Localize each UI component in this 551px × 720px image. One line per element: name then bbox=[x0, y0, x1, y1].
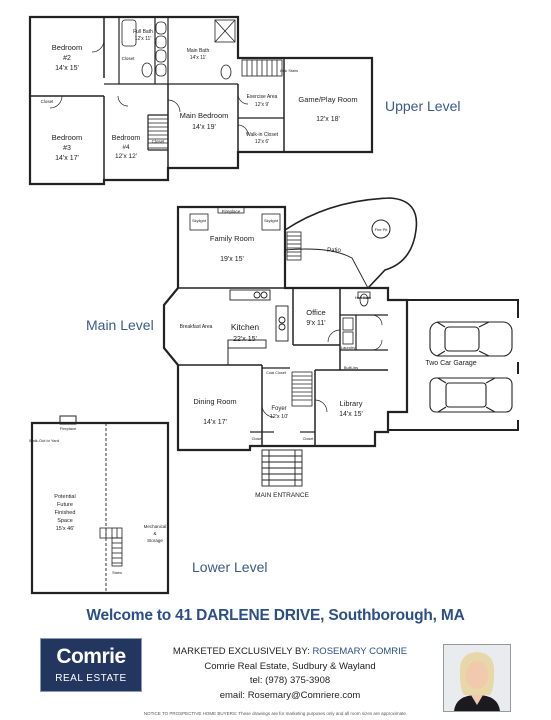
bedroom3-dim: 14'x 17' bbox=[55, 155, 79, 162]
mechanical-line2: & bbox=[153, 531, 156, 536]
exercise-label: Exercise Area bbox=[247, 94, 278, 100]
garage-label: Two Car Garage bbox=[425, 360, 476, 367]
full-bath-label: Full Bath bbox=[133, 29, 153, 35]
dining-room-label: Dining Room bbox=[193, 397, 236, 406]
library-dim: 14'x 15' bbox=[339, 411, 363, 418]
walkin-dim: 12'x 6' bbox=[255, 139, 269, 145]
main-level-plan bbox=[162, 197, 520, 487]
fire-pit-label: Fire Pit bbox=[375, 227, 389, 232]
bedroom4-number: #4 bbox=[122, 144, 130, 151]
bedroom4-dim: 12'x 12' bbox=[115, 153, 137, 160]
logo-wordmark: Comrie bbox=[56, 645, 126, 668]
main-bedroom-label: Main Bedroom bbox=[180, 111, 229, 120]
marketed-label: MARKETED EXCLUSIVELY BY: bbox=[172, 646, 310, 657]
email-line[interactable]: email: Rosemary@Comriere.com bbox=[219, 689, 361, 701]
office-dim: 9'x 11' bbox=[306, 320, 325, 327]
agent-photo bbox=[443, 644, 511, 712]
closet-label: Closet bbox=[252, 437, 264, 441]
foyer-dim: 12'x 10' bbox=[270, 414, 289, 420]
family-room-label: Family Room bbox=[210, 234, 254, 243]
builtins-label: Built-ins bbox=[344, 365, 358, 370]
floor-plans: Bedroom #2 14'x 15' Full Bath 12'x 11' M… bbox=[28, 15, 520, 595]
comrie-logo: Comrie REAL ESTATE bbox=[40, 638, 142, 692]
main-level-title: Main Level bbox=[86, 317, 154, 333]
lower-stairs-label: Stairs bbox=[112, 571, 122, 575]
bedroom2-dim: 14'x 15' bbox=[55, 65, 79, 72]
closet-label: Closet bbox=[303, 437, 315, 441]
bedroom3-number: #3 bbox=[63, 145, 71, 152]
agent-name: ROSEMARY COMRIE bbox=[312, 646, 408, 657]
upper-level-plan bbox=[28, 15, 374, 186]
full-bath-dim: 12'x 11' bbox=[135, 36, 152, 42]
lower-level-plan bbox=[30, 415, 170, 595]
footer-notice: NOTICE TO PROSPECTIVE HOME BUYERS: These… bbox=[143, 711, 408, 716]
bedroom2-number: #2 bbox=[63, 55, 71, 62]
closet-label: Closet bbox=[152, 139, 166, 144]
welcome-headline: Welcome to 41 DARLENE DRIVE, Southboroug… bbox=[86, 607, 465, 624]
lower-fireplace-label: Fireplace bbox=[60, 426, 77, 431]
walkout-label: Walk-Out to Yard bbox=[29, 438, 59, 443]
closet-label: Closet bbox=[41, 99, 55, 104]
breakfast-label: Breakfast Area bbox=[180, 324, 213, 330]
bedroom3-label: Bedroom bbox=[52, 133, 82, 142]
phone-line: tel: (978) 375-3908 bbox=[249, 675, 331, 686]
kitchen-dim: 22'x 15' bbox=[233, 336, 257, 343]
skylight-label: Skylight bbox=[264, 218, 279, 223]
coat-closet-label: Coat Closet bbox=[266, 371, 287, 375]
bedroom4-label: Bedroom bbox=[112, 135, 141, 142]
bedroom2-label: Bedroom bbox=[52, 43, 82, 52]
fireplace-label: Fireplace bbox=[222, 209, 241, 214]
office-label: Office bbox=[306, 308, 325, 317]
company-line: Comrie Real Estate, Sudbury & Wayland bbox=[204, 660, 376, 672]
patio-label: Patio bbox=[327, 248, 341, 254]
game-room-label: Game/Play Room bbox=[298, 95, 357, 104]
mechanical-line1: Mechanical bbox=[144, 524, 167, 529]
family-room-dim: 19'x 15' bbox=[220, 256, 244, 263]
mechanical-line3: Storage bbox=[147, 538, 163, 543]
walkin-label: Walk-in Closet bbox=[246, 132, 279, 138]
kitchen-label: Kitchen bbox=[231, 322, 260, 332]
potential-space-dim: 15'x 46' bbox=[56, 526, 75, 532]
main-bedroom-dim: 14'x 19' bbox=[192, 124, 216, 131]
potential-space-line2: Future bbox=[57, 502, 73, 508]
exercise-dim: 12'x 9' bbox=[255, 102, 269, 108]
closet-label: Closet bbox=[122, 56, 136, 61]
logo-subtitle: REAL ESTATE bbox=[55, 673, 127, 684]
potential-space-line4: Space bbox=[57, 518, 73, 524]
skylight-label: Skylight bbox=[192, 218, 207, 223]
lower-level-title: Lower Level bbox=[192, 559, 268, 575]
laundry-label: Laundry bbox=[341, 345, 355, 350]
main-bath-label: Main Bath bbox=[187, 48, 210, 54]
game-room-dim: 12'x 18' bbox=[316, 116, 340, 123]
attic-stairs-label: Attic Stairs bbox=[280, 69, 298, 73]
contact-block: MARKETED EXCLUSIVELY BY: ROSEMARY COMRIE… bbox=[150, 645, 430, 703]
upper-level-title: Upper Level bbox=[385, 98, 461, 114]
potential-space-line1: Potential bbox=[54, 494, 75, 500]
library-label: Library bbox=[340, 399, 363, 408]
potential-space-line3: Finished bbox=[55, 510, 76, 516]
foyer-label: Foyer bbox=[271, 406, 286, 412]
garage-cars bbox=[429, 321, 513, 413]
half-bath-label: Half Bath bbox=[355, 295, 371, 300]
dining-room-dim: 14'x 17' bbox=[203, 419, 227, 426]
main-bath-dim: 14'x 11' bbox=[190, 55, 207, 61]
main-entrance-label: MAIN ENTRANCE bbox=[255, 492, 309, 499]
